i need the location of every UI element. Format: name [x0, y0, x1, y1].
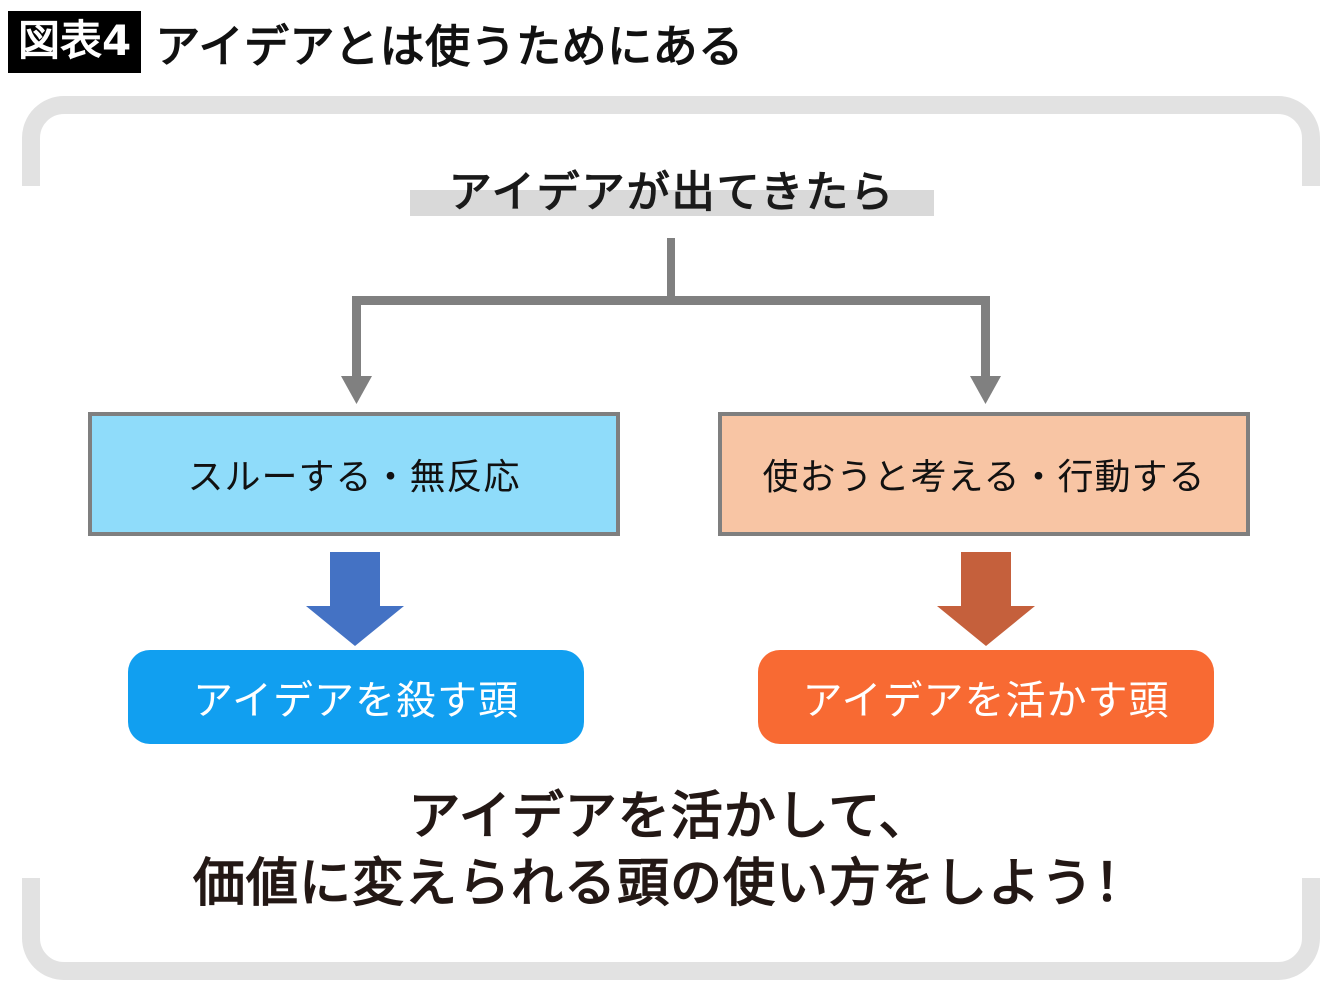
result-pill-left: アイデアを殺す頭 [128, 650, 584, 744]
top-node-highlight [410, 190, 934, 216]
conclusion-text: アイデアを活かして、 価値に変えられる頭の使い方をしよう！ [0, 784, 1340, 917]
branch-box-right-label: 使おうと考える・行動する [762, 457, 1206, 498]
figure-number-badge: 図表4 [8, 11, 142, 73]
down-block-arrow-icon-right [937, 552, 1035, 646]
result-pill-right: アイデアを活かす頭 [758, 650, 1214, 744]
conclusion-line-1: アイデアを活かして、 [408, 787, 932, 847]
conclusion-line-2: 価値に変えられる頭の使い方をしよう！ [192, 853, 1147, 914]
frame-gap-left [18, 186, 44, 878]
page-title: アイデアとは使うためにある [155, 19, 744, 73]
branch-box-left: スルーする・無反応 [88, 412, 620, 536]
top-node: アイデアが出てきたら [410, 152, 934, 216]
top-node-label: アイデアが出てきたら [448, 167, 896, 218]
frame-gap-right [1296, 186, 1322, 878]
result-pill-left-label: アイデアを殺す頭 [193, 678, 519, 724]
down-block-arrow-icon-left [306, 552, 404, 646]
page-header: 図表4 アイデアとは使うためにある [8, 6, 744, 78]
branch-box-right: 使おうと考える・行動する [718, 412, 1250, 536]
result-pill-right-label: アイデアを活かす頭 [802, 678, 1170, 724]
tree-branch-connector-icon [341, 238, 1001, 404]
branch-box-left-label: スルーする・無反応 [187, 457, 521, 498]
